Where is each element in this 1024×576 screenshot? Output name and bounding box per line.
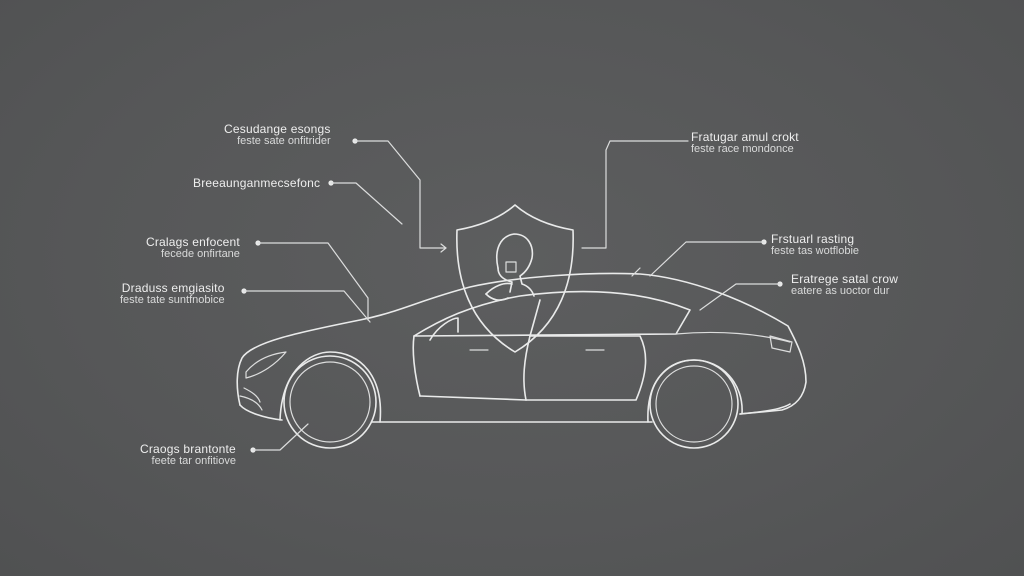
callout-label-top-left: Cesudange esongs feste sate onfitrider [224,123,331,147]
callout-label-right-2: Frstuarl rasting feste tas wotflobie [771,233,859,257]
callout-title: Cesudange esongs [224,122,331,136]
callout-title: Eratrege satal crow [791,272,899,286]
callout-label-left-2: Breeaunganmecsefonc [193,177,320,190]
callout-label-right-3: Eratrege satal crow eatere as uoctor dur [791,273,898,297]
callout-title: Cralags enfocent [146,235,240,249]
callout-subtitle: feste tate suntfnobice [120,293,225,306]
callout-label-bottom-left: Craogs brantonte feete tar onfitiove [140,443,236,467]
callout-title: Draduss emgiasito [121,281,225,295]
callout-label-left-4: Draduss emgiasito feste tate suntfnobice [120,282,225,306]
shield-icon [456,204,574,353]
driver-silhouette-icon [485,233,535,301]
car-outline [236,267,807,449]
callout-subtitle: feste race mondonce [691,142,794,155]
callout-lines-right [581,140,783,311]
callout-subtitle: feete tar onfitiove [151,454,236,467]
callout-subtitle: eatere as uoctor dur [791,284,890,297]
callout-label-left-3: Cralags enfocent fecede onfirtane [146,236,240,260]
callout-lines-left [241,138,447,453]
callout-title: Frstuarl rasting [771,232,855,246]
callout-title: Fratugar amul crokt [691,130,799,144]
callout-title: Craogs brantonte [140,442,236,456]
callout-subtitle: feste sate onfitrider [237,134,331,147]
callout-subtitle: feste tas wotflobie [771,244,860,257]
callout-label-top-right: Fratugar amul crokt feste race mondonce [691,131,799,155]
callout-subtitle: fecede onfirtane [161,247,240,260]
callout-title: Breeaunganmecsefonc [193,176,321,190]
